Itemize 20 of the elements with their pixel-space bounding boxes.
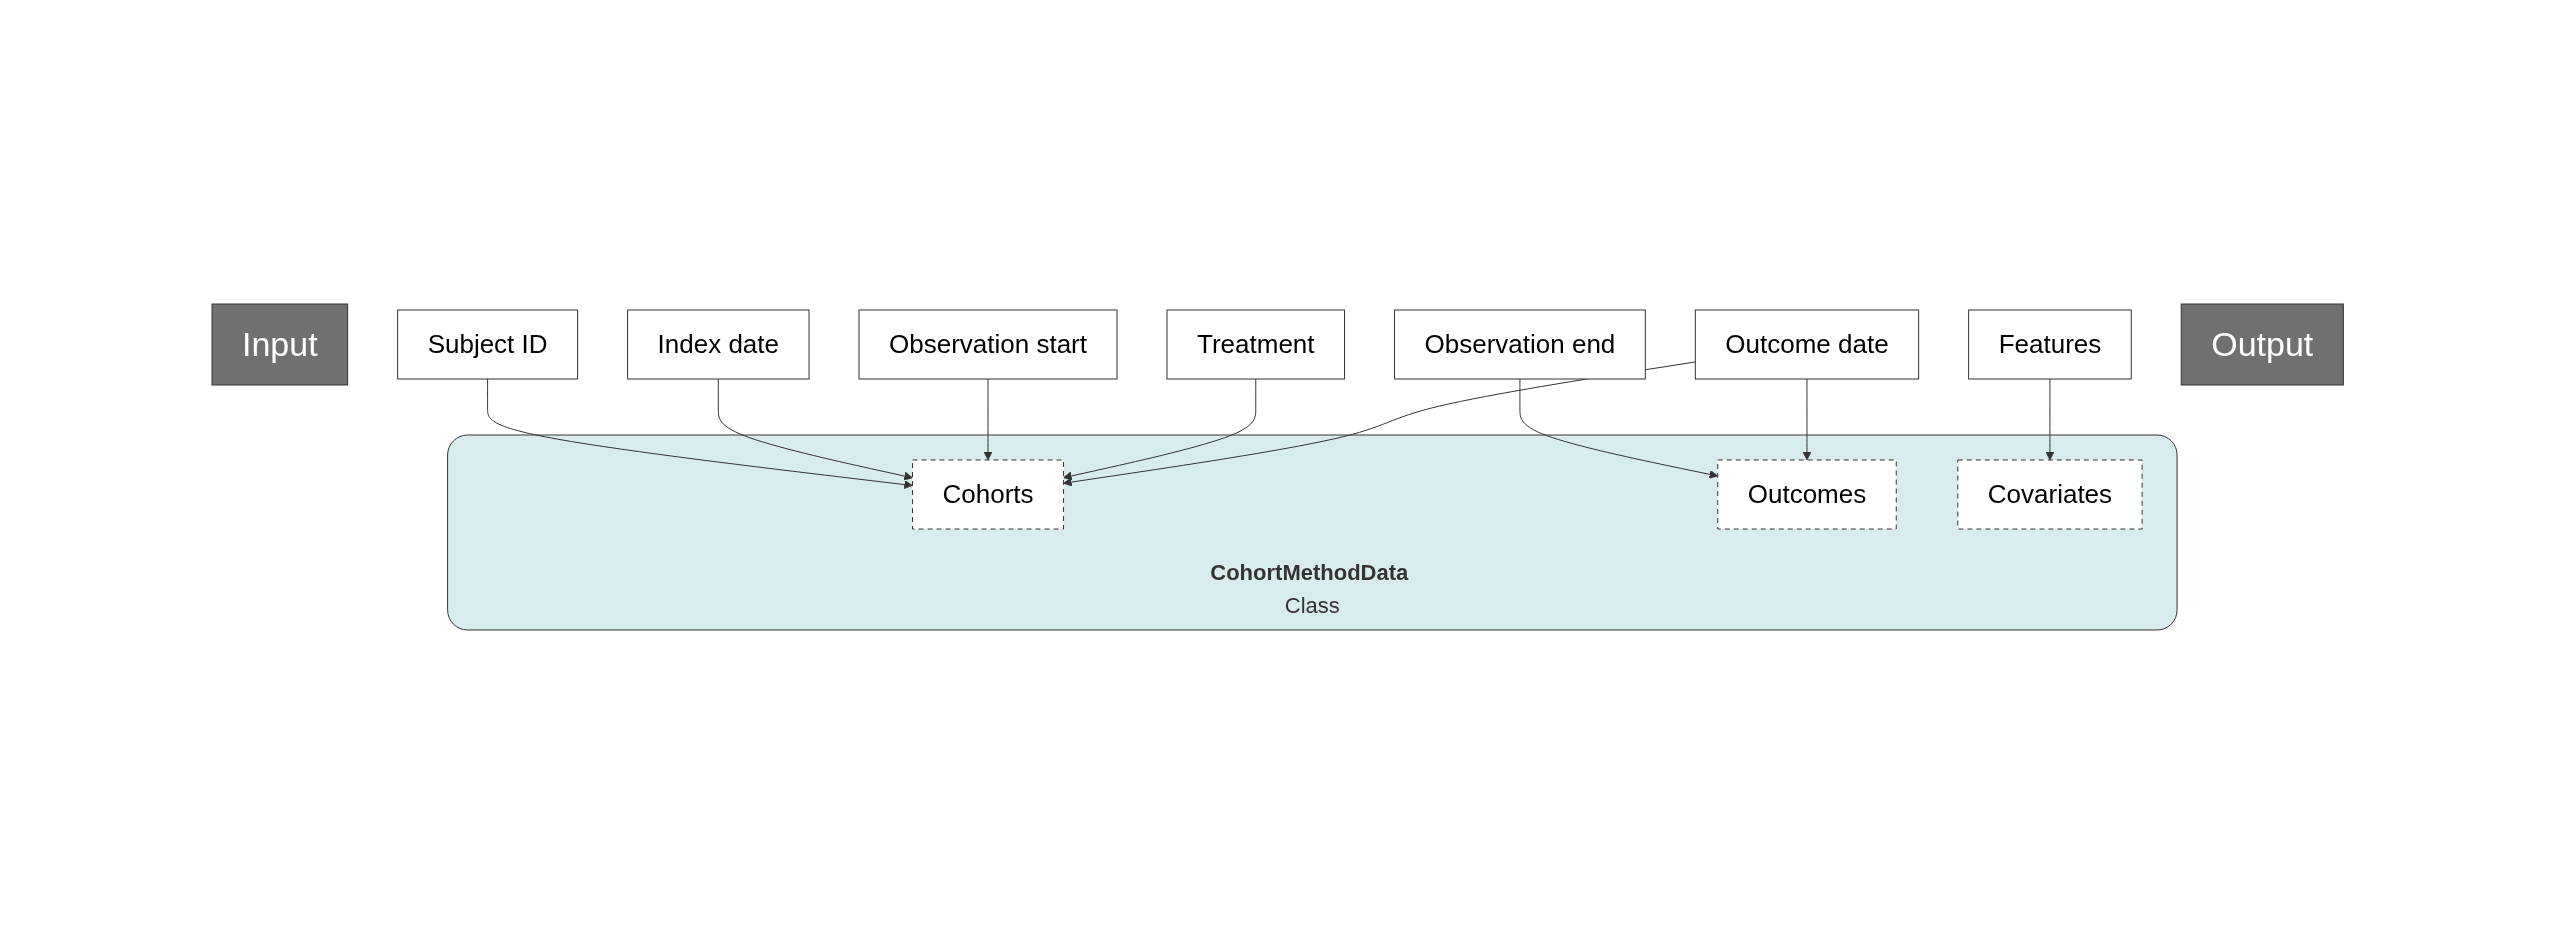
- arrow: [1062, 378, 1257, 481]
- arrow: [1802, 378, 1812, 461]
- node-box: Features: [1967, 309, 2132, 380]
- arrow: [2045, 378, 2055, 461]
- node-box: Outcomes: [1717, 459, 1897, 530]
- node-box: Output: [2180, 303, 2344, 386]
- arrow: [1519, 378, 1718, 479]
- node-box: Observation start: [858, 309, 1118, 380]
- arrow: [717, 378, 913, 481]
- node-box: Observation end: [1393, 309, 1646, 380]
- node-box: Covariates: [1957, 459, 2143, 530]
- arrow: [983, 378, 993, 461]
- arrow: [486, 378, 913, 489]
- node-box: Input: [211, 303, 348, 386]
- node-box: Cohorts: [911, 459, 1064, 530]
- node-box: Index date: [626, 309, 810, 380]
- arrow: [1062, 361, 1696, 487]
- node-box: Subject ID: [396, 309, 578, 380]
- node-box: Treatment: [1166, 309, 1345, 380]
- node-box: Outcome date: [1694, 309, 1919, 380]
